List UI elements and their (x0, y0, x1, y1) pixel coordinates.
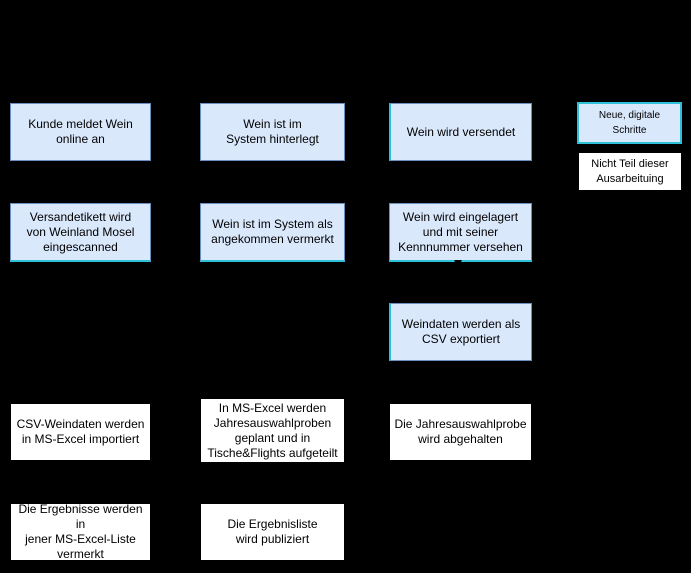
node-jahresauswahlprobe-abgehalten: Die Jahresauswahlprobe wird abgehalten (389, 403, 532, 461)
node-wein-im-system-hinterlegt: Wein ist im System hinterlegt (200, 103, 345, 161)
connector-arrowhead-icon (381, 124, 389, 132)
node-wein-eingelagert-kennnummer: Wein wird eingelagert und mit seiner Ken… (389, 203, 532, 262)
legend-digital-steps: Neue, digitale Schritte (577, 102, 682, 144)
node-ergebnisliste-publiziert: Die Ergebnisliste wird publiziert (200, 503, 345, 561)
node-wein-wird-versendet: Wein wird versendet (389, 103, 532, 161)
node-kunde-meldet-wein: Kunde meldet Wein online an (10, 103, 151, 161)
node-ergebnisse-vermerkt: Die Ergebnisse werden in jener MS-Excel-… (10, 502, 151, 561)
node-versandetikett-eingescanned: Versandetikett wird von Weinland Mosel e… (10, 203, 151, 262)
node-csv-import-ms-excel: CSV-Weindaten werden in MS-Excel importi… (10, 403, 151, 461)
connector-arrowhead-icon (454, 260, 462, 267)
legend-not-part-of-elaboration: Nicht Teil dieser Ausarbeituing (578, 152, 682, 191)
node-angekommen-vermerkt: Wein ist im System als angekommen vermer… (200, 203, 345, 262)
connector-arrowhead-icon (381, 224, 389, 232)
node-excel-jahresauswahlproben-planung: In MS-Excel werden Jahresauswahlproben g… (200, 398, 345, 463)
node-weindaten-csv-export: Weindaten werden als CSV exportiert (389, 303, 532, 361)
